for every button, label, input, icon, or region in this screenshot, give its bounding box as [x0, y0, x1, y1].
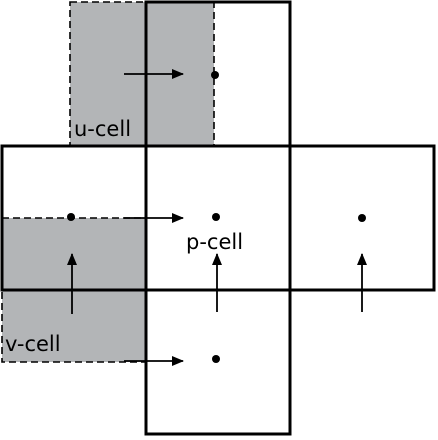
- u-cell-label: u-cell: [74, 117, 131, 141]
- grid-cell-bottom: [144, 288, 292, 436]
- node-dot-left: [67, 213, 75, 221]
- node-dot-top: [211, 71, 219, 79]
- node-dot-right: [358, 214, 366, 222]
- v-cell-label: v-cell: [5, 332, 61, 356]
- node-dot-bottom: [212, 355, 220, 363]
- p-cell-label: p-cell: [186, 230, 243, 254]
- node-dot-center: [212, 213, 220, 221]
